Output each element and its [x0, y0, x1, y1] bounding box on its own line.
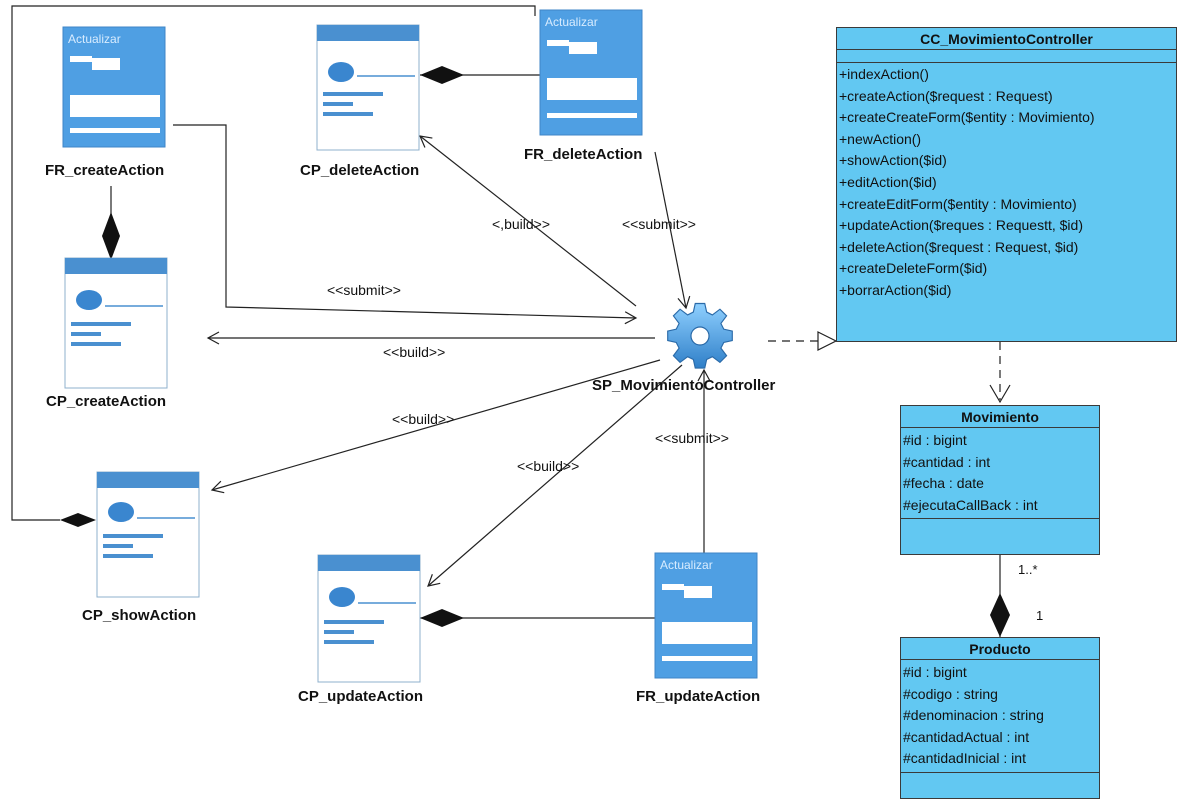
attribute-row: #id : bigint [903, 664, 967, 680]
composition-diamond-cp-create [102, 212, 120, 260]
composition-diamond-cp-show [60, 513, 96, 527]
conn-label-build-delete: <,build>> [492, 216, 550, 232]
gear-icon [667, 302, 733, 369]
svg-text:Actualizar: Actualizar [68, 32, 121, 46]
node-label-cp-create: CP_createAction [46, 393, 167, 410]
operation-row: +createCreateForm($entity : Movimiento) [839, 109, 1095, 126]
operation-row: +showAction($id) [839, 152, 947, 169]
operation-row: +indexAction() [839, 66, 929, 82]
conn-label-build-update: <<build>> [517, 458, 580, 474]
operation-row: +updateAction($reques : Requestt, $id) [839, 217, 1083, 234]
operation-row: +createDeleteForm($id) [839, 260, 988, 277]
dependency-arrowhead [989, 384, 1011, 404]
node-label-cp-show: CP_showAction [82, 607, 197, 624]
multiplicity-label-producto: 1 [1036, 608, 1044, 623]
composition-diamond-producto [990, 593, 1010, 637]
attribute-row: #cantidadInicial : int [903, 750, 1026, 767]
class-operations [901, 519, 1099, 536]
class-operations [901, 773, 1099, 790]
class-name: Movimiento [901, 406, 1099, 428]
operation-row: +createEditForm($entity : Movimiento) [839, 195, 1077, 212]
operation-row: +borrarAction($id) [839, 281, 952, 298]
server-page-icon [96, 471, 200, 598]
class-attributes: #id : bigint #codigo : string #denominac… [901, 660, 1099, 773]
operation-row: +newAction() [839, 130, 922, 147]
server-page-icon [317, 554, 421, 683]
attribute-row: #fecha : date [903, 475, 984, 492]
class-operations: +indexAction() +createAction($request : … [837, 63, 1176, 304]
conn-label-build-show: <<build>> [392, 411, 455, 427]
attribute-row: #denominacion : string [903, 707, 1044, 724]
server-page-icon [64, 257, 168, 389]
multiplicity-label-movimiento: 1..* [1018, 562, 1038, 577]
attribute-row: #ejecutaCallBack : int [903, 496, 1038, 513]
node-label-sp-controller: SP_MovimientoController [592, 377, 776, 394]
class-box-movimiento[interactable]: Movimiento #id : bigint #cantidad : int … [900, 405, 1100, 555]
build-line-cp-delete [419, 135, 637, 307]
node-label-fr-delete: FR_deleteAction [524, 146, 643, 163]
operation-row: +createAction($request : Request) [839, 87, 1053, 104]
build-line-cp-update [427, 364, 683, 587]
attribute-row: #cantidad : int [903, 453, 991, 470]
class-attributes: #id : bigint #cantidad : int #fecha : da… [901, 428, 1099, 520]
node-label-cp-update: CP_updateAction [298, 688, 424, 705]
attribute-row: #codigo : string [903, 685, 998, 702]
operation-row: +deleteAction($request : Request, $id) [839, 238, 1079, 255]
conn-label-submit-delete: <<submit>> [622, 216, 696, 232]
attribute-row: #id : bigint [903, 432, 967, 448]
form-page-icon: Actualizar [62, 26, 166, 148]
submit-line-fr-create [173, 124, 638, 325]
class-name: CC_MovimientoController [837, 28, 1176, 50]
conn-label-build-create: <<build>> [383, 344, 446, 360]
svg-text:Actualizar: Actualizar [660, 558, 713, 572]
conn-label-submit-create: <<submit>> [327, 282, 401, 298]
node-label-cp-delete: CP_deleteAction [300, 162, 420, 179]
submit-line-fr-delete [654, 151, 691, 310]
form-page-icon: Actualizar [539, 9, 643, 136]
server-page-icon [316, 24, 420, 151]
build-line-cp-show [210, 359, 661, 494]
class-name: Producto [901, 638, 1099, 660]
composition-diamond-cp-delete [420, 66, 464, 84]
node-label-fr-create: FR_createAction [45, 162, 165, 179]
node-label-fr-update: FR_updateAction [636, 688, 761, 705]
class-box-producto[interactable]: Producto #id : bigint #codigo : string #… [900, 637, 1100, 799]
realization-arrowhead [817, 331, 838, 351]
form-page-icon: Actualizar [654, 552, 758, 679]
class-attributes [837, 50, 1176, 63]
operation-row: +editAction($id) [839, 173, 937, 190]
attribute-row: #cantidadActual : int [903, 728, 1030, 745]
composition-diamond-cp-update [420, 609, 464, 627]
composition-line-fr-delete-cp-show [11, 5, 536, 521]
svg-text:Actualizar: Actualizar [545, 15, 598, 29]
conn-label-submit-update: <<submit>> [655, 430, 729, 446]
class-box-controller[interactable]: CC_MovimientoController +indexAction() +… [836, 27, 1177, 342]
